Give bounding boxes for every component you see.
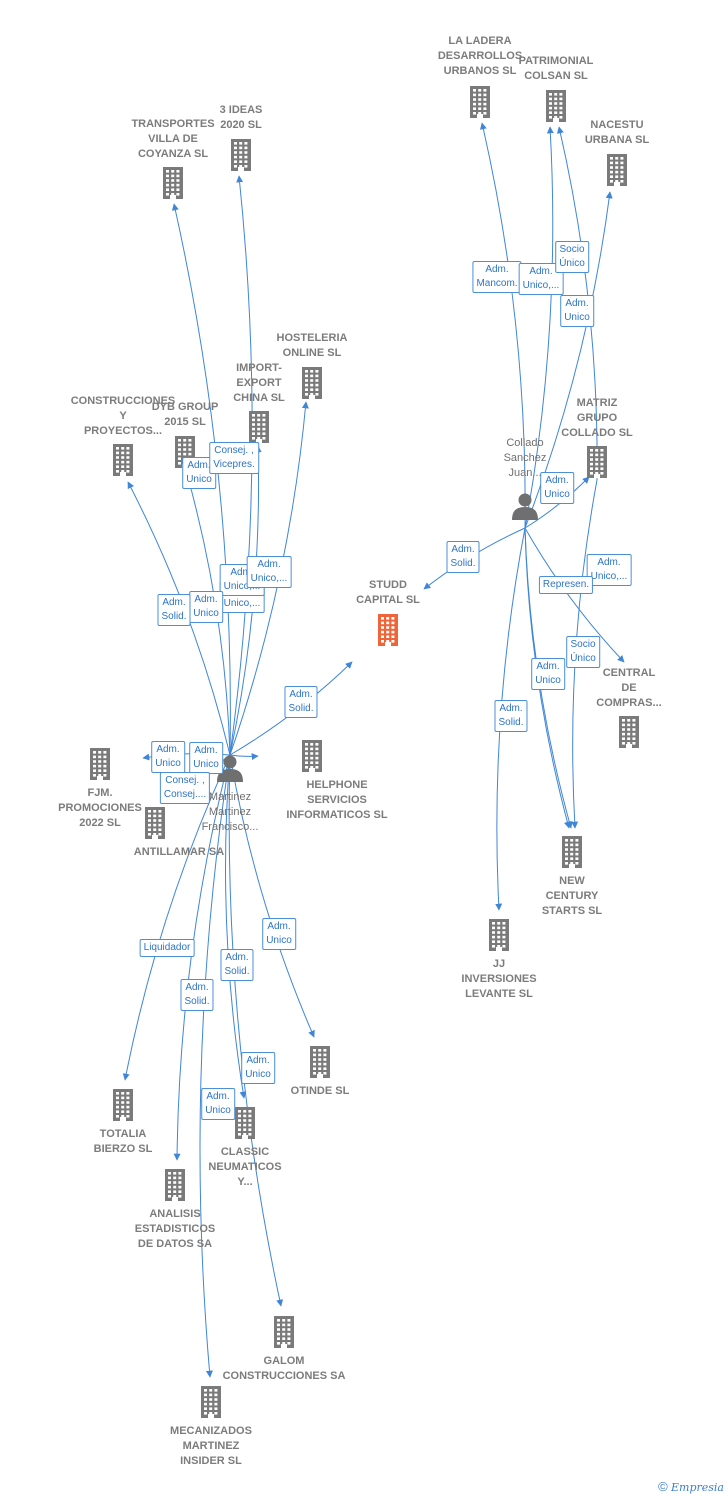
relation-label[interactable]: Adm. Unico (189, 591, 223, 623)
node-label[interactable]: TRANSPORTES VILLA DE COYANZA SL (131, 118, 215, 160)
relation-label[interactable]: Represen. (538, 576, 594, 594)
relation-label[interactable]: Adm. Unico (531, 658, 565, 690)
building-icon[interactable] (618, 716, 640, 753)
building-icon[interactable] (112, 1089, 134, 1126)
building-icon[interactable] (234, 1107, 256, 1144)
node-label[interactable]: PATRIMONIAL COLSAN SL (518, 55, 594, 82)
building-icon[interactable] (144, 807, 166, 844)
copyright-symbol: © (658, 1479, 668, 1494)
relation-label[interactable]: Socio Único (555, 241, 589, 273)
building-icon[interactable] (301, 740, 323, 777)
relation-label[interactable]: Adm. Unico,... (246, 556, 292, 588)
relation-label[interactable]: Adm. Unico (262, 918, 296, 950)
node-label[interactable]: DYB GROUP 2015 SL (151, 401, 219, 428)
relation-label[interactable]: Adm. Solid. (446, 541, 480, 573)
node-label[interactable]: GALOM CONSTRUCCIONES SA (222, 1355, 346, 1382)
node-label[interactable]: JJ INVERSIONES LEVANTE SL (461, 958, 537, 1000)
node-label[interactable]: ANALISIS ESTADISTICOS DE DATOS SA (134, 1208, 216, 1250)
node-label[interactable]: HOSTELERIA ONLINE SL (276, 332, 348, 359)
relation-label[interactable]: Adm. Solid. (157, 594, 191, 626)
building-icon[interactable] (606, 154, 628, 191)
relation-label[interactable]: Adm. Unico (560, 295, 594, 327)
node-label[interactable]: Martinez Martinez Francisco... (201, 791, 259, 833)
edge-martinez-totalia (122, 754, 231, 1081)
building-icon[interactable] (89, 748, 111, 785)
copyright: © Empresia (658, 1479, 724, 1494)
node-label[interactable]: Collado Sanchez Juan... (503, 437, 547, 479)
relation-label[interactable]: Adm. Unico (189, 742, 223, 774)
node-label[interactable]: IMPORT- EXPORT CHINA SL (233, 362, 285, 404)
node-label[interactable]: HELPHONE SERVICIOS INFORMATICOS SL (286, 779, 388, 821)
relation-label[interactable]: Adm. Solid. (494, 700, 528, 732)
relation-label[interactable]: Adm. Unico,... (586, 554, 632, 586)
node-label[interactable]: STUDD CAPITAL SL (356, 579, 420, 606)
building-icon[interactable] (230, 139, 252, 176)
edge-collado-central (524, 527, 625, 663)
building-icon[interactable] (164, 1169, 186, 1206)
node-label[interactable]: FJM. PROMOCIONES 2022 SL (58, 787, 142, 829)
relation-label[interactable]: Adm. Unico (151, 741, 185, 773)
building-icon[interactable] (586, 446, 608, 483)
node-label[interactable]: TOTALIA BIERZO SL (93, 1128, 153, 1155)
relation-label[interactable]: Adm. Mancom. (472, 261, 522, 293)
node-label[interactable]: LA LADERA DESARROLLOS URBANOS SL (437, 35, 523, 77)
relation-label[interactable]: Adm. Solid. (180, 979, 214, 1011)
edge-martinez-mecanizados (199, 754, 231, 1378)
building-icon[interactable] (488, 919, 510, 956)
node-label[interactable]: CENTRAL DE COMPRAS... (596, 667, 662, 709)
node-label[interactable]: NACESTU URBANA SL (584, 119, 650, 146)
building-icon[interactable] (301, 367, 323, 404)
node-label[interactable]: CLASSIC NEUMATICOS Y... (208, 1146, 282, 1188)
building-icon[interactable] (112, 444, 134, 481)
node-label[interactable]: ANTILLAMAR SA (133, 846, 225, 858)
building-icon[interactable] (561, 836, 583, 873)
relation-label[interactable]: Adm. Unico (201, 1088, 235, 1120)
relation-label[interactable]: Adm. Solid. (284, 686, 318, 718)
node-label[interactable]: MATRIZ GRUPO COLLADO SL (561, 397, 633, 439)
node-label[interactable]: 3 IDEAS 2020 SL (219, 104, 263, 131)
node-label[interactable]: CONSTRUCCIONES Y PROYECTOS... (70, 395, 176, 437)
edge-martinez-otinde (229, 754, 315, 1038)
relation-label[interactable]: Liquidador (139, 939, 195, 957)
edge-martinez-classic (225, 754, 247, 1099)
node-label[interactable]: OTINDE SL (290, 1085, 350, 1097)
brand-logo[interactable]: Empresia (671, 1481, 724, 1494)
relation-label[interactable]: Socio Único (566, 636, 600, 668)
edge-martinez-galom (228, 754, 284, 1307)
node-label[interactable]: NEW CENTURY STARTS SL (541, 875, 603, 917)
building-icon[interactable] (469, 86, 491, 123)
relation-label[interactable]: Adm. Solid. (220, 949, 254, 981)
person-icon[interactable] (216, 754, 244, 787)
relation-label[interactable]: Consej. , Vicepres. (209, 442, 259, 474)
relation-label[interactable]: Consej. , Consej.... (159, 772, 211, 804)
edge-martinez-helphone (229, 753, 259, 761)
building-icon[interactable] (162, 167, 184, 204)
building-icon[interactable] (273, 1316, 295, 1353)
building-icon[interactable] (309, 1046, 331, 1083)
focus-company-icon[interactable] (377, 614, 399, 651)
edge-martinez-transportes (171, 203, 231, 756)
edge-collado-patrimonial (524, 126, 554, 529)
node-label[interactable]: MECANIZADOS MARTINEZ INSIDER SL (170, 1425, 252, 1467)
edge-collado-matriz (524, 476, 590, 529)
person-icon[interactable] (511, 492, 539, 525)
building-icon[interactable] (545, 90, 567, 127)
edge-collado-ladera (479, 122, 526, 529)
relation-label[interactable]: Adm. Unico (241, 1052, 275, 1084)
building-icon[interactable] (248, 411, 270, 448)
relation-label[interactable]: Adm. Unico (540, 472, 574, 504)
building-icon[interactable] (200, 1386, 222, 1423)
